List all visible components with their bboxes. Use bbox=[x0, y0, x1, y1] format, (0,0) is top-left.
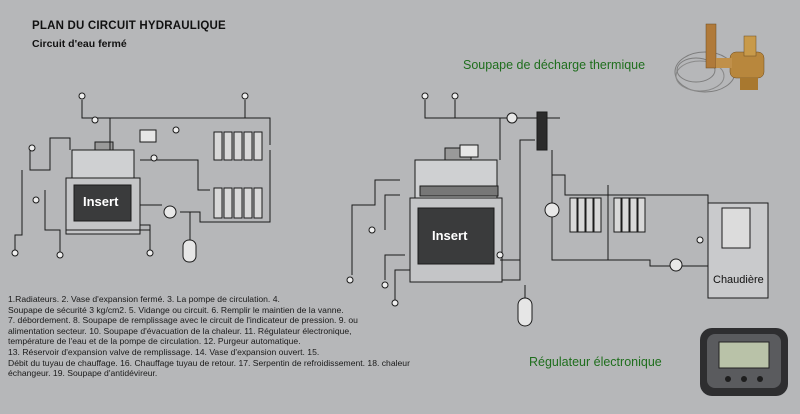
legend-line: échangeur. 19. Soupape d'antidévireur. bbox=[8, 368, 158, 379]
legend-line: 7. débordement. 8. Soupape de remplissag… bbox=[8, 315, 358, 326]
heat-exchanger bbox=[536, 111, 548, 151]
left-radiator-top bbox=[213, 131, 263, 161]
diagram-subtitle: Circuit d'eau fermé bbox=[32, 38, 127, 50]
boiler-label: Chaudière bbox=[713, 274, 764, 286]
cooling-coil bbox=[419, 185, 499, 197]
left-circulation-pump bbox=[163, 205, 177, 219]
legend-line: alimentation secteur. 10. Soupape d'évac… bbox=[8, 325, 352, 336]
thermal-valve-label: Soupape de décharge thermique bbox=[463, 58, 646, 72]
right-circuit bbox=[346, 92, 769, 327]
legend-line: Débit du tuyau de chauffage. 16. Chauffa… bbox=[8, 357, 410, 368]
left-insert-label: Insert bbox=[83, 194, 119, 209]
right-circulation-pump bbox=[544, 202, 560, 218]
left-insert-window bbox=[73, 184, 132, 222]
boiler-pump bbox=[669, 258, 683, 272]
left-expansion-vessel bbox=[182, 239, 197, 263]
legend-line: Soupape de sécurité 3 kg/cm2. 5. Vidange… bbox=[8, 304, 344, 315]
right-regulator-box bbox=[459, 144, 479, 158]
right-radiator-1 bbox=[569, 197, 602, 233]
right-insert-window bbox=[417, 207, 495, 265]
left-insert-hood bbox=[71, 149, 135, 181]
right-expansion-vessel bbox=[517, 297, 533, 327]
component-legend: 1.Radiateurs. 2. Vase d'expansion fermé.… bbox=[8, 294, 456, 379]
left-circuit bbox=[11, 92, 271, 263]
right-insert-label: Insert bbox=[432, 228, 468, 243]
legend-line: 1.Radiateurs. 2. Vase d'expansion fermé.… bbox=[8, 294, 280, 304]
regulator-label: Régulateur électronique bbox=[529, 355, 662, 369]
legend-line: température de l'eau et de la pompe de c… bbox=[8, 336, 301, 347]
right-radiator-2 bbox=[613, 197, 646, 233]
electronic-regulator-image bbox=[700, 328, 788, 396]
legend-line: 13. Réservoir d'expansion valve de rempl… bbox=[8, 346, 320, 357]
thermal-valve-image bbox=[674, 23, 765, 93]
left-regulator-box bbox=[139, 129, 157, 143]
left-radiator-bottom bbox=[213, 187, 263, 219]
diagram-title: PLAN DU CIRCUIT HYDRAULIQUE bbox=[32, 20, 226, 32]
